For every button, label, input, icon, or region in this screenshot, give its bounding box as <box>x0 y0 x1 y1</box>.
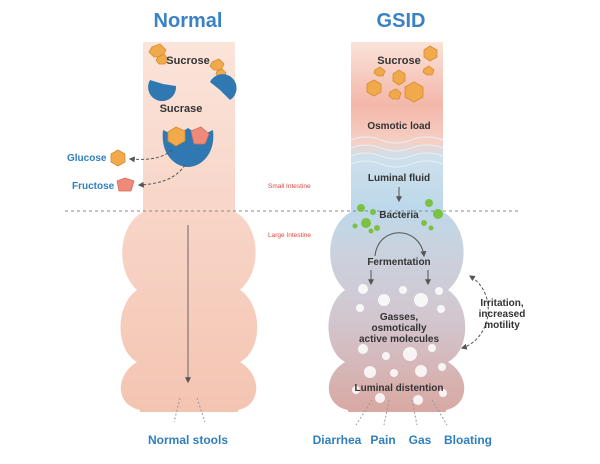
symptom-bloating: Bloating <box>444 433 492 447</box>
symptom-gas: Gas <box>409 433 432 447</box>
fructose-label: Fructose <box>72 181 115 192</box>
glucose-icon <box>110 149 126 167</box>
gsid-title: GSID <box>377 10 426 32</box>
enzyme-glucose-icon <box>167 126 186 147</box>
small-intestine-label: Small Intestine <box>268 183 311 190</box>
glucose-arrow <box>128 149 173 163</box>
normal-intestine <box>120 42 258 412</box>
gsid-sucrose-molecules <box>366 45 438 103</box>
glucose-label: Glucose <box>67 153 107 164</box>
symptom-pain: Pain <box>370 433 395 447</box>
gsid-exit-dashes <box>355 399 448 426</box>
fermentation-label: Fermentation <box>367 257 430 268</box>
gasses-label-line1: Gasses, <box>380 312 419 323</box>
osmotic-load-label: Osmotic load <box>367 121 430 132</box>
bacteria-cluster <box>352 199 443 234</box>
enzyme-fructose-icon <box>190 126 210 145</box>
luminal-fluid-label: Luminal fluid <box>368 173 430 184</box>
sucrase-enzyme-icon <box>148 74 237 102</box>
symptom-diarrhea: Diarrhea <box>313 433 362 447</box>
gasses-label-line3: active molecules <box>359 334 439 345</box>
gas-bubbles <box>352 284 447 405</box>
fermentation-loop-arrow <box>374 232 427 258</box>
gsid-intestine <box>328 42 466 412</box>
luminal-distention-label: Luminal distention <box>355 383 444 394</box>
normal-sucrose-molecules <box>148 43 227 78</box>
bacteria-label: Bacteria <box>379 210 419 221</box>
normal-stools-label: Normal stools <box>148 433 228 447</box>
large-intestine-label: Large Intestine <box>268 232 311 239</box>
sucrase-label: Sucrase <box>160 103 203 115</box>
fluid-waves <box>350 136 444 168</box>
irritation-label-line3: motility <box>484 320 520 331</box>
gasses-label-line2: osmotically <box>371 323 426 334</box>
fructose-arrow <box>137 164 186 188</box>
normal-title: Normal <box>154 10 223 32</box>
irritation-label-line1: Irritation, <box>480 298 524 309</box>
fructose-icon <box>116 177 135 192</box>
irritation-label-line2: increased <box>479 309 526 320</box>
normal-sucrose-label: Sucrose <box>166 55 209 67</box>
normal-exit-dashes <box>173 397 206 423</box>
gsid-sucrose-label: Sucrose <box>377 55 420 67</box>
